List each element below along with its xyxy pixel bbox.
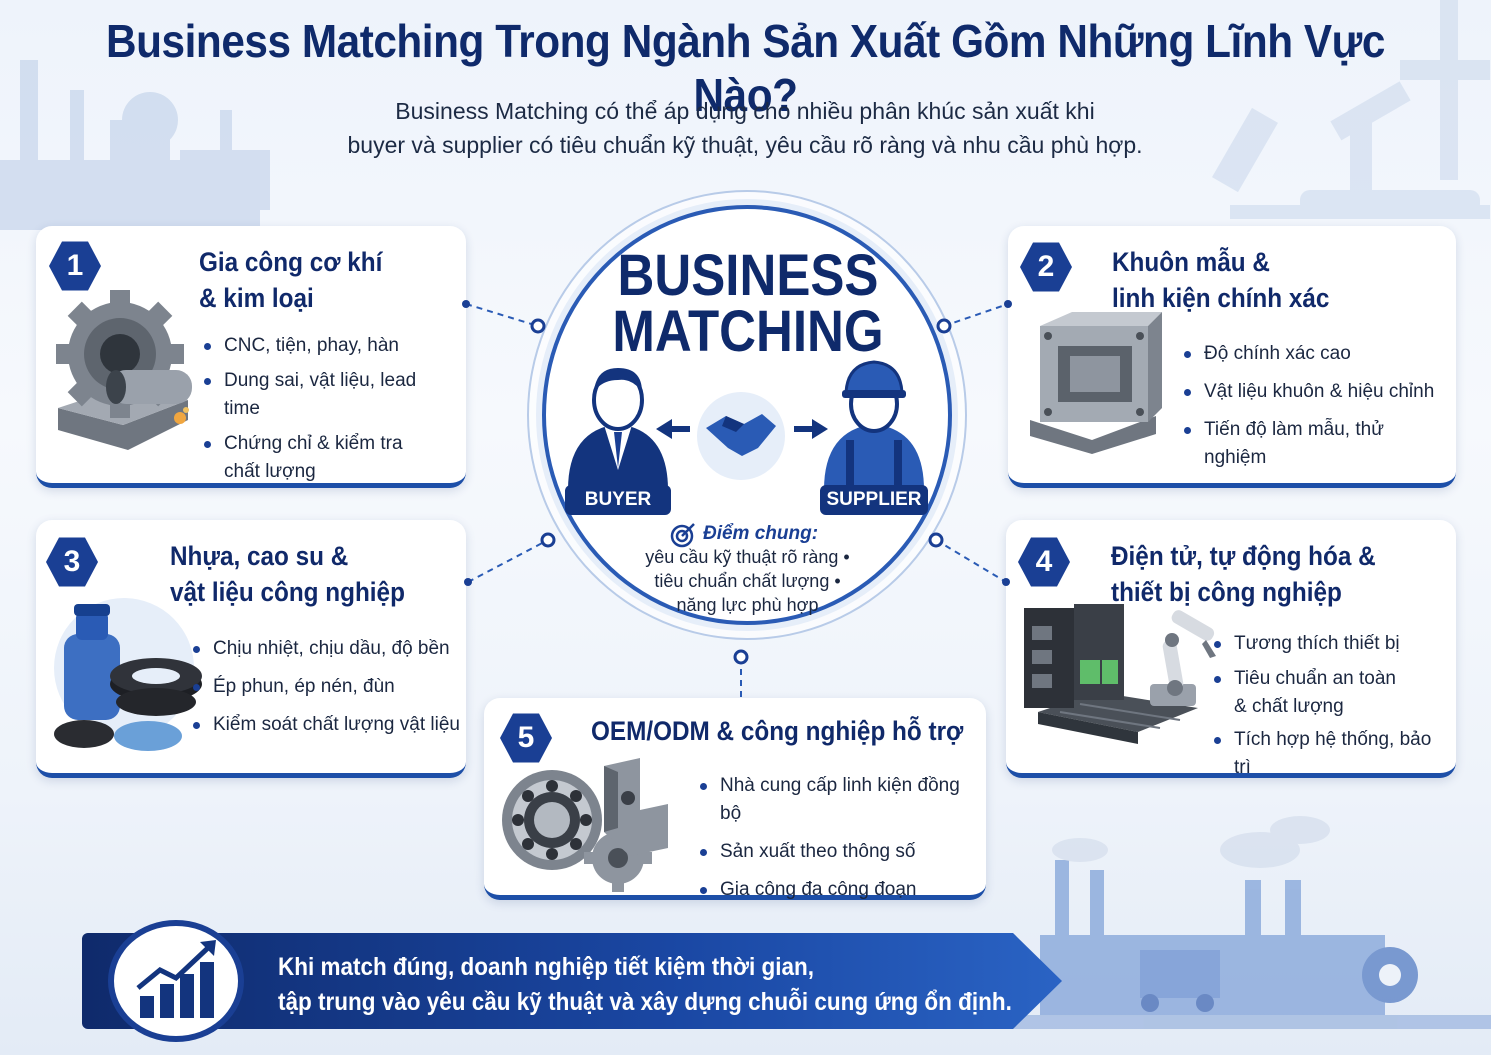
list-item: Tiêu chuẩn an toàn & chất lượng bbox=[1212, 665, 1407, 721]
list-item: Tích hợp hệ thống, bảo trì bbox=[1212, 726, 1452, 782]
list-item: Sản xuất theo thông số bbox=[698, 838, 982, 866]
supplier-label: SUPPLIER bbox=[820, 485, 928, 515]
footer-message: Khi match đúng, doanh nghiệp tiết kiệm t… bbox=[278, 950, 1012, 1020]
common-heading: Điểm chung: bbox=[702, 523, 819, 544]
growth-chart-icon bbox=[136, 940, 216, 1018]
card-mechanical-metal: 1 Gia công cơ khí & kim loại CNC, tiện, … bbox=[36, 226, 466, 488]
list-item: Tiến độ làm mẫu, thử nghiệm bbox=[1182, 416, 1444, 472]
card-bullets: Chịu nhiệt, chịu dầu, độ bền Ép phun, ép… bbox=[191, 635, 461, 739]
card-bullets: Nhà cung cấp linh kiện đồng bộ Sản xuất … bbox=[698, 772, 982, 904]
bearing-parts-illustration bbox=[502, 758, 668, 892]
card-number-badge: 3 bbox=[46, 536, 98, 588]
card-number-badge: 5 bbox=[500, 712, 552, 764]
list-item: Chứng chỉ & kiểm tra chất lượng bbox=[202, 430, 412, 486]
card-bullets: Tương thích thiết bị Tiêu chuẩn an toàn … bbox=[1212, 630, 1452, 782]
automation-illustration bbox=[1024, 604, 1216, 744]
footer-banner bbox=[82, 933, 1062, 1029]
card-electronics-automation: 4 Điện tử, tự động hóa & thiết bị công n… bbox=[1006, 520, 1456, 778]
card-title: OEM/ODM & công nghiệp hỗ trợ bbox=[591, 716, 964, 746]
footer-line-1: Khi match đúng, doanh nghiệp tiết kiệm t… bbox=[278, 953, 815, 981]
card-number-badge: 2 bbox=[1020, 241, 1072, 293]
list-item: Ép phun, ép nén, đùn bbox=[191, 673, 461, 701]
card-plastic-rubber: 3 Nhựa, cao su & vật liệu công nghiệp Ch… bbox=[36, 520, 466, 778]
card-number-badge: 4 bbox=[1018, 536, 1070, 588]
common-line-2: tiêu chuẩn chất lượng • bbox=[654, 571, 841, 591]
list-item: Nhà cung cấp linh kiện đồng bộ bbox=[698, 772, 982, 828]
common-line-1: yêu cầu kỹ thuật rõ ràng • bbox=[645, 547, 850, 567]
card-bullets: Độ chính xác cao Vật liệu khuôn & hiệu c… bbox=[1182, 340, 1444, 472]
footer-line-2: tập trung vào yêu cầu kỹ thuật và xây dự… bbox=[278, 988, 1012, 1016]
card-title: Nhựa, cao su & vật liệu công nghiệp bbox=[170, 541, 405, 607]
card-oem-odm: 5 OEM/ODM & công nghiệp hỗ trợ Nhà cung … bbox=[484, 698, 986, 900]
list-item: Tương thích thiết bị bbox=[1212, 630, 1452, 658]
center-title-line-1: BUSINESS bbox=[617, 243, 879, 308]
list-item: Độ chính xác cao bbox=[1182, 340, 1444, 368]
mold-illustration bbox=[1030, 312, 1162, 454]
gear-metal-illustration bbox=[56, 290, 192, 450]
card-title: Gia công cơ khí & kim loại bbox=[199, 247, 383, 313]
common-points: Điểm chung: yêu cầu kỹ thuật rõ ràng • t… bbox=[600, 523, 895, 617]
growth-chart-badge bbox=[108, 920, 244, 1042]
buyer-label: BUYER bbox=[565, 485, 671, 515]
page-subtitle: Business Matching có thể áp dụng cho nhi… bbox=[245, 94, 1245, 162]
page-title: Business Matching Trong Ngành Sản Xuất G… bbox=[106, 15, 1385, 121]
subtitle-line-2: buyer và supplier có tiêu chuẩn kỹ thuật… bbox=[347, 132, 1143, 158]
list-item: Chịu nhiệt, chịu dầu, độ bền bbox=[191, 635, 461, 663]
card-bullets: CNC, tiện, phay, hàn Dung sai, vật liệu,… bbox=[202, 332, 457, 486]
card-molds-precision: 2 Khuôn mẫu & linh kiện chính xác Độ chí… bbox=[1008, 226, 1456, 488]
card-title: Khuôn mẫu & linh kiện chính xác bbox=[1112, 247, 1330, 313]
card-number-badge: 1 bbox=[49, 240, 101, 292]
list-item: Vật liệu khuôn & hiệu chỉnh bbox=[1182, 378, 1444, 406]
card-title: Điện tử, tự động hóa & thiết bị công ngh… bbox=[1111, 541, 1376, 607]
center-title-line-2: MATCHING bbox=[612, 299, 884, 364]
list-item: Dung sai, vật liệu, lead time bbox=[202, 367, 457, 423]
list-item: CNC, tiện, phay, hàn bbox=[202, 332, 457, 360]
plastic-materials-illustration bbox=[54, 598, 202, 751]
center-title: BUSINESS MATCHING bbox=[572, 243, 924, 364]
common-line-3: năng lực phù hợp bbox=[676, 595, 819, 615]
list-item: Kiểm soát chất lượng vật liệu bbox=[191, 711, 461, 739]
list-item: Gia công đa công đoạn bbox=[698, 876, 982, 904]
subtitle-line-1: Business Matching có thể áp dụng cho nhi… bbox=[395, 98, 1095, 124]
